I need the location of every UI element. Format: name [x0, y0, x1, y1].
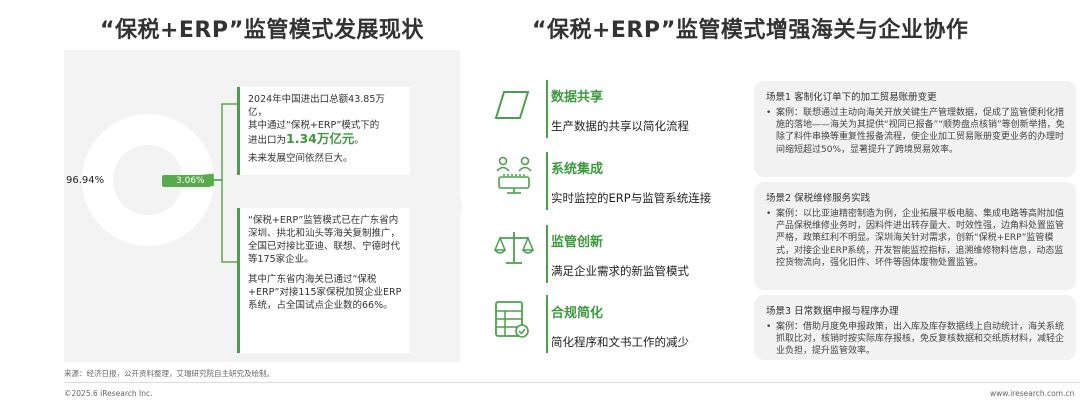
donut-chart	[82, 114, 215, 246]
donut-minor-label: 3.06%	[162, 175, 211, 187]
feature-title-compliance-simplification: 合规简化	[551, 306, 604, 321]
case-box-3: 场景3 日常数据申报与程序办理 案例：借助月度免申报政策，出入库及库存数据线上自…	[754, 295, 1076, 360]
feature-desc-data-sharing: 生产数据的共享以简化流程	[551, 119, 689, 133]
source-note: 来源：经济日报，公开资料整理，艾瑞研究院自主研究及绘制。	[64, 369, 274, 378]
case-title: 场景2 保税维修服务实践	[766, 193, 871, 204]
feature-divider	[546, 295, 548, 353]
case-body: 案例：以比亚迪精密制造为例，企业拓展平板电脑、集成电路等高附加值产品保税维修业务…	[766, 208, 1066, 269]
left-title: “保税+ERP”监管模式发展现状	[100, 18, 424, 43]
feature-divider	[546, 225, 548, 283]
feature-divider	[546, 152, 548, 210]
case-box-1: 场景1 客制化订单下的加工贸易账册变更 案例：联想通过主动向海关开放关键生产管理…	[754, 81, 1076, 177]
case-title: 场景1 客制化订单下的加工贸易账册变更	[766, 92, 937, 103]
highlight-value: 1.34万亿元	[286, 131, 355, 146]
case-box-2: 场景2 保税维修服务实践 案例：以比亚迪精密制造为例，企业拓展平板电脑、集成电路…	[754, 182, 1076, 290]
copyright: ©2025.6 iResearch Inc.	[64, 389, 153, 398]
note-top: 2024年中国进出口总额43.85万亿， 其中通过“保税+ERP”模式下的 进出…	[237, 87, 410, 175]
connector-lines	[208, 103, 238, 263]
note-bottom: “保税+ERP”监管模式已在广东省内深圳、拱北和汕头等海关复制推广，全国已对接比…	[237, 208, 410, 353]
feature-desc-compliance-simplification: 简化程序和文书工作的减少	[551, 335, 689, 349]
footer-divider	[64, 382, 1080, 383]
donut-major-label: 96.94%	[66, 175, 105, 186]
case-title: 场景3 日常数据申报与程序办理	[766, 306, 899, 317]
network-users-icon	[496, 156, 532, 194]
right-title: “保税+ERP”监管模式增强海关与企业协作	[532, 18, 969, 43]
donut-hole	[113, 145, 183, 215]
feature-desc-regulatory-innovation: 满足企业需求的新监管模式	[551, 264, 689, 278]
feature-title-regulatory-innovation: 监管创新	[551, 235, 604, 250]
parallelogram-icon	[494, 91, 530, 119]
scale-icon	[494, 232, 534, 264]
website-link[interactable]: www.iresearch.com.cn	[990, 389, 1075, 398]
feature-title-data-sharing: 数据共享	[551, 90, 604, 105]
case-body: 案例：借助月度免申报政策，出入库及库存数据线上自动统计，海关系统抓取比对，核销时…	[766, 321, 1066, 358]
feature-title-system-integration: 系统集成	[551, 162, 604, 177]
feature-desc-system-integration: 实时监控的ERP与监管系统连接	[551, 191, 712, 205]
chevron-arrow	[416, 50, 462, 362]
case-body: 案例：联想通过主动向海关开放关键生产管理数据，促成了监管便利化措施的落地——海关…	[766, 107, 1066, 156]
document-grid-icon	[495, 301, 529, 338]
feature-divider	[546, 80, 548, 138]
